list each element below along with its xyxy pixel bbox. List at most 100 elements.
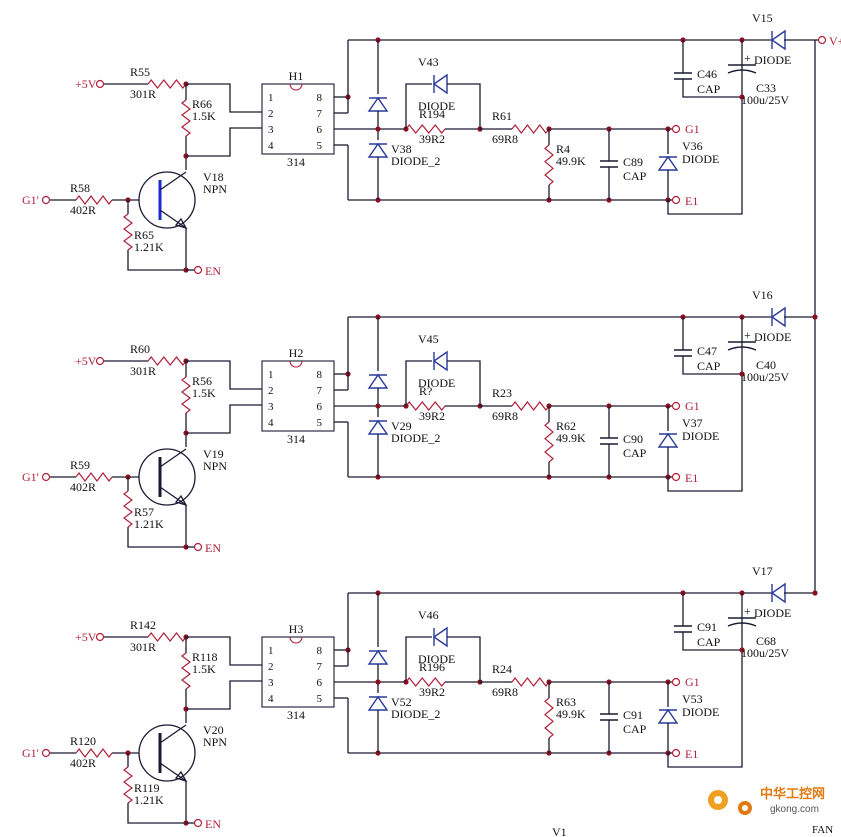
vcc-label: +5V xyxy=(75,354,97,368)
resistor-zigzag xyxy=(181,376,191,414)
capacitor-plate xyxy=(727,622,757,627)
wire xyxy=(127,527,186,548)
driver-channel-1: +5VR55301RR661.5KV18NPNG1'R58402RR651.21… xyxy=(22,11,815,278)
resistor-value: 49.9K xyxy=(556,154,586,168)
diode-ref: V17 xyxy=(752,564,773,578)
vcc-label: +5V xyxy=(75,77,97,91)
gate-label: G1 xyxy=(685,675,700,689)
capacitor-ref: C90 xyxy=(623,432,643,446)
ic-pin-number: 8 xyxy=(317,369,323,381)
capacitor-type: CAP xyxy=(623,722,647,736)
output-label: V+ xyxy=(829,34,841,48)
resistor-value: 1.21K xyxy=(134,517,164,531)
diode-icon xyxy=(367,96,389,112)
transistor-ref: V18 xyxy=(203,170,224,184)
resistor-ref: R23 xyxy=(492,386,512,400)
resistor-value: 39R2 xyxy=(419,132,445,146)
capacitor-ref: C91 xyxy=(623,708,643,722)
ic-pin-number: 2 xyxy=(268,108,274,120)
resistor-value: 49.9K xyxy=(556,707,586,721)
diode-type: DIODE_2 xyxy=(391,431,440,445)
resistor-value: 301R xyxy=(130,640,156,654)
diode-icon xyxy=(432,626,448,648)
ic-pin-number: 7 xyxy=(317,661,323,673)
capacitor-ref: C89 xyxy=(623,155,643,169)
enable-label: EN xyxy=(205,541,221,555)
ic-pin-number: 1 xyxy=(268,645,274,657)
resistor-value: 69R8 xyxy=(492,409,518,423)
collector-lead xyxy=(159,171,187,191)
resistor-zigzag xyxy=(511,677,550,687)
resistor-value: 301R xyxy=(130,87,156,101)
optocoupler-ic xyxy=(261,83,335,155)
diode-icon xyxy=(657,708,679,724)
driver-channel-3: +5VR142301RR1181.5KV20NPNG1'R120402RR119… xyxy=(22,564,815,831)
wire xyxy=(127,250,186,271)
transistor-ref: V20 xyxy=(203,723,224,737)
resistor-value: 1.5K xyxy=(192,386,216,400)
resistor-value: 1.5K xyxy=(192,662,216,676)
watermark-site: gkong.com xyxy=(770,804,819,815)
diode-icon xyxy=(432,73,448,95)
resistor-value: 402R xyxy=(70,480,96,494)
ic-part: 314 xyxy=(287,155,305,169)
resistor-value: 1.21K xyxy=(134,240,164,254)
diode-ref: V43 xyxy=(418,55,439,69)
resistor-zigzag xyxy=(544,697,554,739)
capacitor-ref: C47 xyxy=(697,344,717,358)
port-terminal xyxy=(817,35,827,45)
diode-type: DIODE_2 xyxy=(391,707,440,721)
gear-icon-hole xyxy=(742,805,748,811)
capacitor-ref: C40 xyxy=(756,358,776,372)
wire xyxy=(186,127,262,157)
resistor-ref: R59 xyxy=(70,458,90,472)
resistor-zigzag xyxy=(544,144,554,186)
capacitor-value: 100u/25V xyxy=(741,370,789,384)
junction-dot xyxy=(812,314,818,320)
port-terminal xyxy=(671,401,681,411)
emitter-lead xyxy=(159,486,187,506)
port-terminal xyxy=(193,542,203,552)
capacitor-type: CAP xyxy=(697,359,721,373)
junction-dot xyxy=(375,403,381,409)
resistor-ref: R66 xyxy=(192,97,212,111)
port-terminal xyxy=(95,356,105,366)
optocoupler-ic xyxy=(261,636,335,708)
capacitor-plate xyxy=(727,69,757,74)
diode-type: DIODE xyxy=(418,99,455,113)
resistor-zigzag xyxy=(123,490,133,528)
capacitor-ref: C33 xyxy=(756,81,776,95)
ic-part: 314 xyxy=(287,432,305,446)
resistor-ref: R58 xyxy=(70,181,90,195)
wire xyxy=(667,40,743,215)
wire xyxy=(447,636,481,682)
resistor-ref: R57 xyxy=(134,505,154,519)
resistor-zigzag xyxy=(405,124,446,134)
diode-icon xyxy=(770,582,786,604)
resistor-value: 39R2 xyxy=(419,409,445,423)
wire xyxy=(667,593,743,768)
resistor-ref: R142 xyxy=(130,618,156,632)
npn-transistor-icon xyxy=(138,448,196,506)
resistor-ref: R24 xyxy=(492,662,512,676)
ic-pin-number: 5 xyxy=(317,140,323,152)
diode-ref: V52 xyxy=(391,695,412,709)
input-label: G1' xyxy=(22,470,39,484)
resistor-ref: R60 xyxy=(130,342,150,356)
ic-pin-number: 1 xyxy=(268,369,274,381)
port-terminal xyxy=(95,632,105,642)
transistor-ref: V19 xyxy=(203,447,224,461)
resistor-zigzag xyxy=(181,99,191,137)
wire xyxy=(682,79,742,98)
wire xyxy=(667,317,743,492)
port-terminal xyxy=(41,195,51,205)
transistor-type: NPN xyxy=(203,182,227,196)
ic-pin-number: 5 xyxy=(317,417,323,429)
resistor-zigzag xyxy=(75,748,113,758)
junction-dot xyxy=(375,126,381,132)
junction-dot xyxy=(739,647,745,653)
diode-ref: V38 xyxy=(391,142,412,156)
ic-pin-number: 2 xyxy=(268,385,274,397)
resistor-ref: R65 xyxy=(134,228,154,242)
resistor-ref: R120 xyxy=(70,734,96,748)
